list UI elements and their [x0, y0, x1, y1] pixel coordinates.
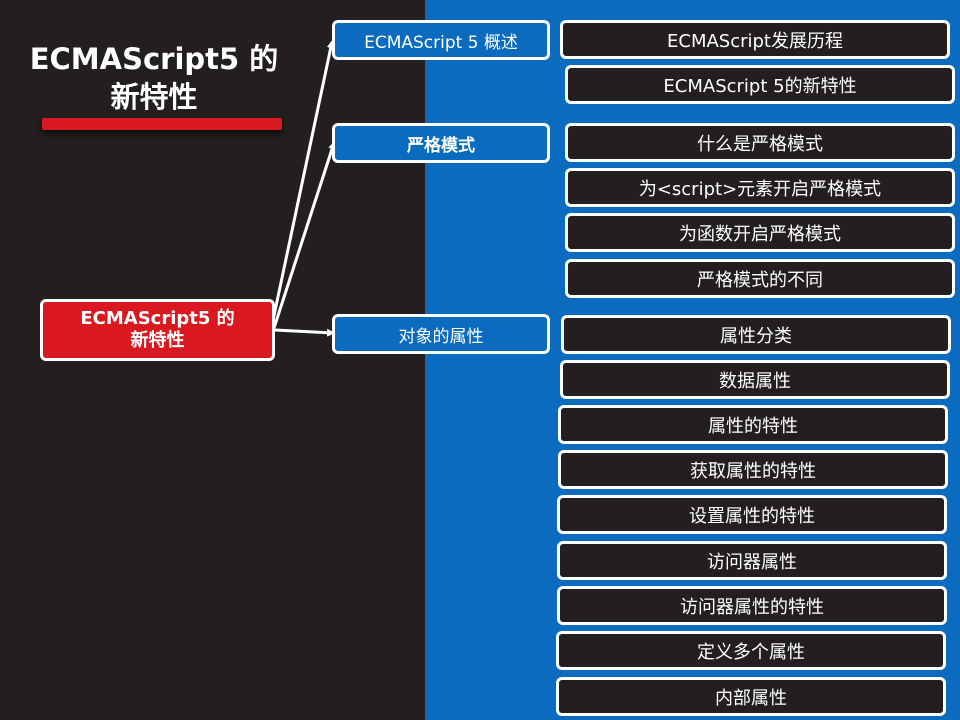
arrow-to-object-properties: [274, 328, 335, 337]
leaf-label: 获取属性的特性: [690, 460, 816, 482]
leaf-get-property-attributes: 获取属性的特性: [558, 450, 948, 489]
leaf-label: ECMAScript 5的新特性: [663, 75, 857, 97]
arrow-to-strict-mode: [272, 141, 336, 329]
leaf-label: 访问器属性: [707, 551, 797, 573]
leaf-label: 定义多个属性: [697, 641, 805, 663]
leaf-label: 设置属性的特性: [689, 505, 815, 527]
leaf-label: 访问器属性的特性: [680, 596, 824, 618]
leaf-label: 为函数开启严格模式: [679, 223, 841, 245]
branch-node-object-properties: 对象的属性: [332, 314, 550, 354]
arrow-to-overview: [270, 40, 335, 326]
leaf-label: 什么是严格模式: [697, 133, 823, 155]
leaf-label: 属性分类: [720, 325, 792, 347]
leaf-label: 严格模式的不同: [697, 269, 823, 291]
leaf-label: 属性的特性: [708, 415, 798, 437]
leaf-strict-mode-function: 为函数开启严格模式: [565, 213, 955, 252]
leaf-ecmascript-history: ECMAScript发展历程: [560, 20, 950, 59]
title-underline: [42, 118, 282, 130]
root-node-line1: ECMAScript5 的: [80, 308, 235, 329]
branch-node-strict-mode: 严格模式: [332, 123, 550, 163]
leaf-property-attributes: 属性的特性: [558, 405, 948, 444]
leaf-label: 内部属性: [715, 687, 787, 709]
leaf-property-types: 属性分类: [561, 315, 951, 354]
leaf-what-is-strict-mode: 什么是严格模式: [565, 123, 955, 162]
leaf-label: 数据属性: [719, 370, 791, 392]
root-node-line2: 新特性: [130, 330, 185, 351]
leaf-accessor-property-attributes: 访问器属性的特性: [557, 586, 947, 625]
leaf-define-multiple-properties: 定义多个属性: [556, 631, 946, 670]
leaf-internal-properties: 内部属性: [556, 677, 946, 716]
leaf-strict-mode-differences: 严格模式的不同: [565, 259, 955, 298]
branch-node-label: 对象的属性: [398, 326, 484, 347]
slide-title: ECMAScript5 的 新特性: [18, 40, 290, 116]
leaf-data-property: 数据属性: [560, 360, 950, 399]
leaf-accessor-property: 访问器属性: [557, 541, 947, 580]
branch-node-label: 严格模式: [407, 135, 475, 156]
slide-title-line1: ECMAScript5 的: [29, 42, 279, 76]
branch-node-label: ECMAScript 5 概述: [364, 32, 518, 53]
branch-node-overview: ECMAScript 5 概述: [332, 20, 550, 60]
leaf-strict-mode-script-element: 为<script>元素开启严格模式: [565, 168, 955, 207]
slide-title-line2: 新特性: [110, 80, 198, 114]
leaf-label: 为<script>元素开启严格模式: [638, 178, 882, 200]
root-node: ECMAScript5 的 新特性: [40, 299, 275, 361]
leaf-set-property-attributes: 设置属性的特性: [557, 495, 947, 534]
leaf-ecmascript5-new-features: ECMAScript 5的新特性: [565, 65, 955, 104]
leaf-label: ECMAScript发展历程: [667, 30, 843, 52]
